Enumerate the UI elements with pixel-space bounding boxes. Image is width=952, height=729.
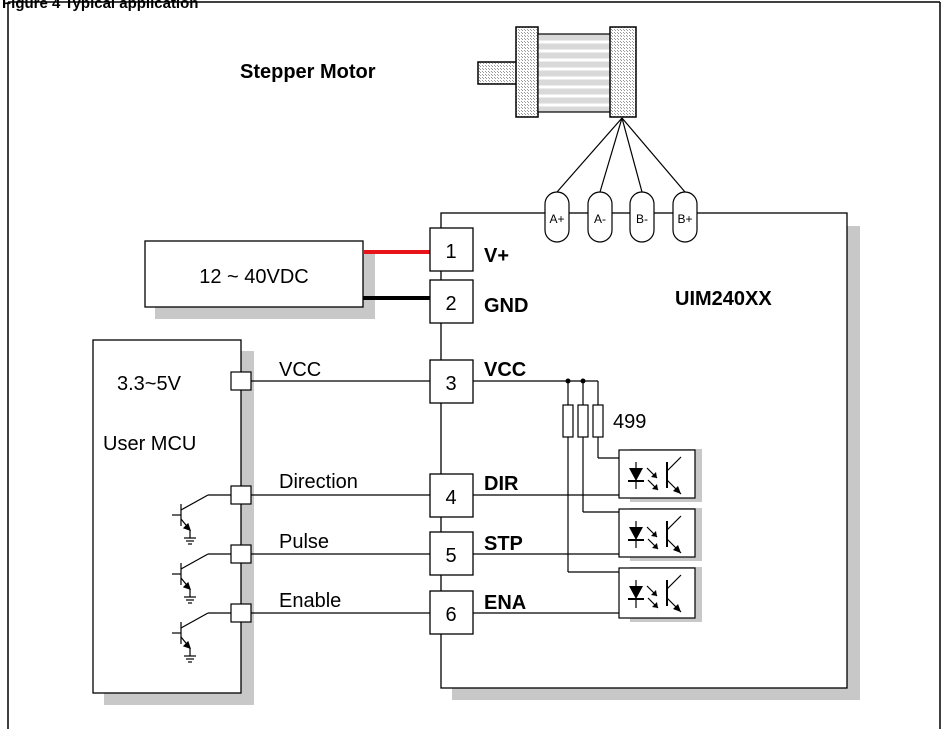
transistor-icon-enable — [172, 612, 231, 663]
mcu-pin-enable — [230, 603, 252, 623]
signal-label-enable: Enable — [279, 590, 341, 612]
lead-terminal-b-plus: B+ — [672, 191, 698, 243]
motor-label: Stepper Motor — [240, 61, 376, 83]
svg-text:4: 4 — [445, 487, 456, 509]
terminal-name-stp: STP — [484, 533, 523, 555]
terminal-name-gnd: GND — [484, 295, 528, 317]
motor-leads — [556, 117, 686, 193]
svg-text:6: 6 — [445, 604, 456, 626]
svg-text:B-: B- — [636, 212, 648, 226]
terminal-4: 4 — [429, 473, 474, 518]
resistor — [562, 404, 574, 438]
junction-dot — [565, 378, 571, 384]
power-supply-label: 12 ~ 40VDC — [199, 266, 309, 288]
terminal-name-v-plus: V+ — [484, 245, 509, 267]
terminal-6: 6 — [429, 590, 474, 635]
svg-text:A-: A- — [594, 212, 606, 226]
terminal-2: 2 — [429, 279, 474, 324]
signal-label-direction: Direction — [279, 471, 358, 493]
svg-text:1: 1 — [445, 241, 456, 263]
mcu-box — [92, 339, 242, 694]
stepper-motor-icon — [477, 26, 637, 118]
signal-label-pulse: Pulse — [279, 531, 329, 553]
terminal-name-ena: ENA — [484, 592, 526, 614]
terminal-name-dir: DIR — [484, 473, 519, 495]
junction-dot — [580, 378, 586, 384]
resistor — [592, 404, 604, 438]
optocoupler-icon-dir — [618, 449, 702, 502]
mcu-supply-label: 3.3~5V — [117, 373, 182, 395]
svg-text:3: 3 — [445, 373, 456, 395]
svg-text:5: 5 — [445, 545, 456, 567]
resistor — [577, 404, 589, 438]
signal-wires — [251, 380, 430, 614]
lead-terminal-a-plus: A+ — [544, 191, 570, 243]
terminal-name-vcc: VCC — [484, 359, 526, 381]
internal-wiring — [473, 380, 627, 614]
mcu-pin-direction — [230, 485, 252, 505]
power-supply-box — [144, 240, 364, 308]
mcu-pin-vcc — [230, 371, 252, 391]
signal-label-vcc: VCC — [279, 359, 321, 381]
transistor-icon-direction — [172, 494, 231, 545]
svg-text:2: 2 — [445, 293, 456, 315]
optocoupler-icon-ena — [618, 567, 702, 622]
controller-label: UIM240XX — [675, 288, 772, 310]
terminal-3: 3 — [429, 359, 474, 404]
transistor-icon-pulse — [172, 553, 231, 604]
terminal-1: 1 — [429, 227, 474, 272]
lead-terminal-a-minus: A- — [587, 191, 613, 243]
svg-text:A+: A+ — [549, 212, 564, 226]
optocoupler-icon-stp — [618, 508, 702, 561]
mcu-label: User MCU — [103, 433, 196, 455]
mcu-pin-pulse — [230, 544, 252, 564]
resistor-value-label: 499 — [613, 411, 646, 433]
terminal-5: 5 — [429, 531, 474, 576]
svg-text:B+: B+ — [677, 212, 692, 226]
figure-caption: Figure 4 Typical application — [2, 0, 198, 12]
lead-terminal-b-minus: B- — [629, 191, 655, 243]
